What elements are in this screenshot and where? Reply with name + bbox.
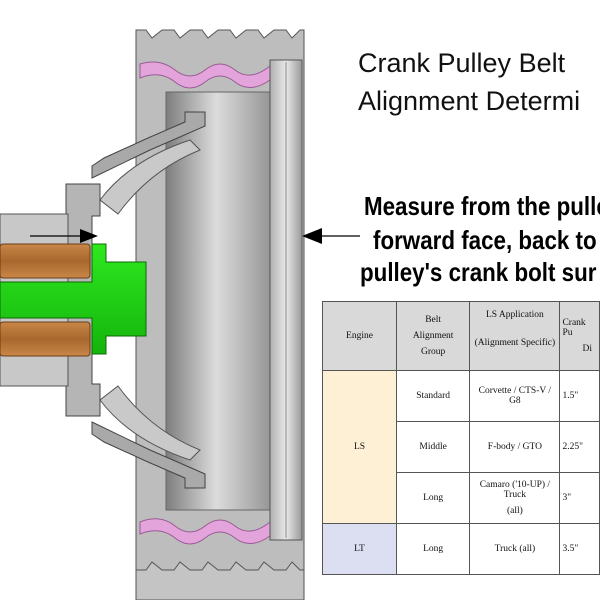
crank-bolt xyxy=(0,243,147,355)
table-header-row: Engine Belt Alignment Group LS Applicati… xyxy=(322,301,600,371)
table-row: LT Long Truck (all) 3.5" xyxy=(322,523,600,575)
measure-arrow-left xyxy=(30,229,98,243)
pulley-cavity xyxy=(165,91,279,511)
crank-cell: 3" xyxy=(559,472,600,524)
table-row: Long Camaro ('10-UP) / Truck (all) 3" xyxy=(323,472,600,524)
crank-cell: 3.5" xyxy=(559,523,600,575)
engine-cell-lt: LT xyxy=(322,523,397,575)
application-cell: Corvette / CTS-V / G8 xyxy=(469,370,561,422)
application-line: Camaro ('10-UP) / Truck xyxy=(479,480,551,500)
header-application-line: LS Application xyxy=(485,310,544,320)
spacer-lower xyxy=(0,321,91,357)
header-group: Belt Alignment Group xyxy=(395,301,471,371)
header-group-line: Alignment xyxy=(412,331,454,341)
header-application: LS Application (Alignment Specific) xyxy=(469,301,561,371)
measure-arrow-right xyxy=(302,228,360,244)
group-cell: Long xyxy=(395,472,471,524)
group-cell: Long xyxy=(395,523,471,575)
header-crank-line: Di xyxy=(582,344,592,354)
header-engine: Engine xyxy=(322,301,397,371)
crank-cell: 2.25" xyxy=(559,421,600,473)
table-row: LS Standard Corvette / CTS-V / G8 1.5" xyxy=(322,370,600,524)
crank-cell: 1.5" xyxy=(559,370,600,422)
diagram-title-line-2: Alignment Determi xyxy=(358,86,581,116)
pulley-web-lower xyxy=(91,421,206,489)
header-application-line: (Alignment Specific) xyxy=(474,338,556,348)
header-crank-line: Crank Pu xyxy=(562,318,586,338)
alignment-table: Engine Belt Alignment Group LS Applicati… xyxy=(322,301,600,575)
header-group-line: Group xyxy=(421,347,446,357)
engine-cell-ls: LS xyxy=(322,370,397,524)
application-cell: F-body / GTO xyxy=(469,421,561,473)
header-crank: Crank Pu Di xyxy=(559,301,600,371)
application-line: (all) xyxy=(506,506,523,516)
group-cell: Middle xyxy=(395,421,471,473)
callout-line-1: Measure from the pulle xyxy=(364,191,600,221)
header-group-line: Belt xyxy=(425,315,442,325)
pulley-web-upper xyxy=(91,111,206,179)
spacer-upper xyxy=(0,243,91,279)
callout-line-2: forward face, back to xyxy=(373,225,597,255)
application-cell: Truck (all) xyxy=(469,523,561,575)
group-cell: Standard xyxy=(395,370,471,422)
diagram-title-line-1: Crank Pulley Belt xyxy=(358,48,566,78)
callout-line-3: pulley's crank bolt sur xyxy=(360,257,597,287)
application-cell: Camaro ('10-UP) / Truck (all) xyxy=(469,472,561,524)
